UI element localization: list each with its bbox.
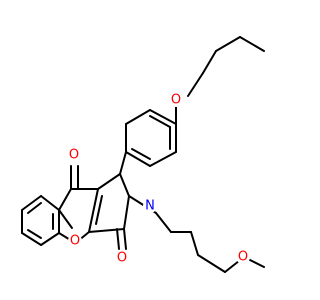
- bond: [131, 148, 151, 160]
- atom-o-amide: O: [115, 251, 129, 266]
- atom-label: N: [145, 199, 155, 214]
- bond: [202, 50, 217, 74]
- bond: [40, 232, 60, 246]
- atom-o-ether: O: [169, 93, 183, 108]
- bond: [88, 188, 99, 233]
- bond-lines: [21, 36, 265, 273]
- bond: [123, 195, 130, 230]
- bond: [40, 195, 60, 211]
- bond: [116, 228, 120, 250]
- bond: [119, 151, 127, 175]
- bond: [58, 188, 72, 211]
- atom-label: O: [70, 234, 80, 249]
- atom-o-ketone: O: [67, 148, 81, 163]
- bond: [239, 36, 265, 52]
- bond: [155, 212, 172, 233]
- atom-label: O: [69, 148, 79, 163]
- molecule-diagram: O O O O N O: [21, 36, 265, 273]
- atom-o-ring: O: [68, 234, 82, 249]
- bond: [95, 195, 103, 225]
- bond: [190, 231, 199, 256]
- atom-o-methoxy: O: [236, 250, 250, 265]
- atom-n: N: [143, 199, 157, 214]
- bond: [197, 254, 226, 273]
- structure-svg: O O O O N O: [21, 36, 265, 273]
- bond: [149, 151, 177, 167]
- bond: [97, 173, 121, 190]
- atom-label: O: [238, 250, 248, 265]
- bond: [123, 228, 127, 250]
- bond: [149, 109, 177, 125]
- bond: [21, 232, 42, 246]
- bond: [125, 151, 151, 167]
- bond: [27, 229, 42, 239]
- bond: [21, 195, 42, 211]
- bond: [88, 228, 125, 233]
- bond: [125, 109, 151, 125]
- bond: [119, 173, 130, 197]
- bond: [215, 36, 241, 52]
- atom-label: O: [117, 251, 127, 266]
- bond: [149, 115, 171, 128]
- bond: [27, 202, 42, 214]
- atom-label: O: [171, 93, 181, 108]
- bond: [58, 209, 73, 229]
- bond: [187, 72, 204, 97]
